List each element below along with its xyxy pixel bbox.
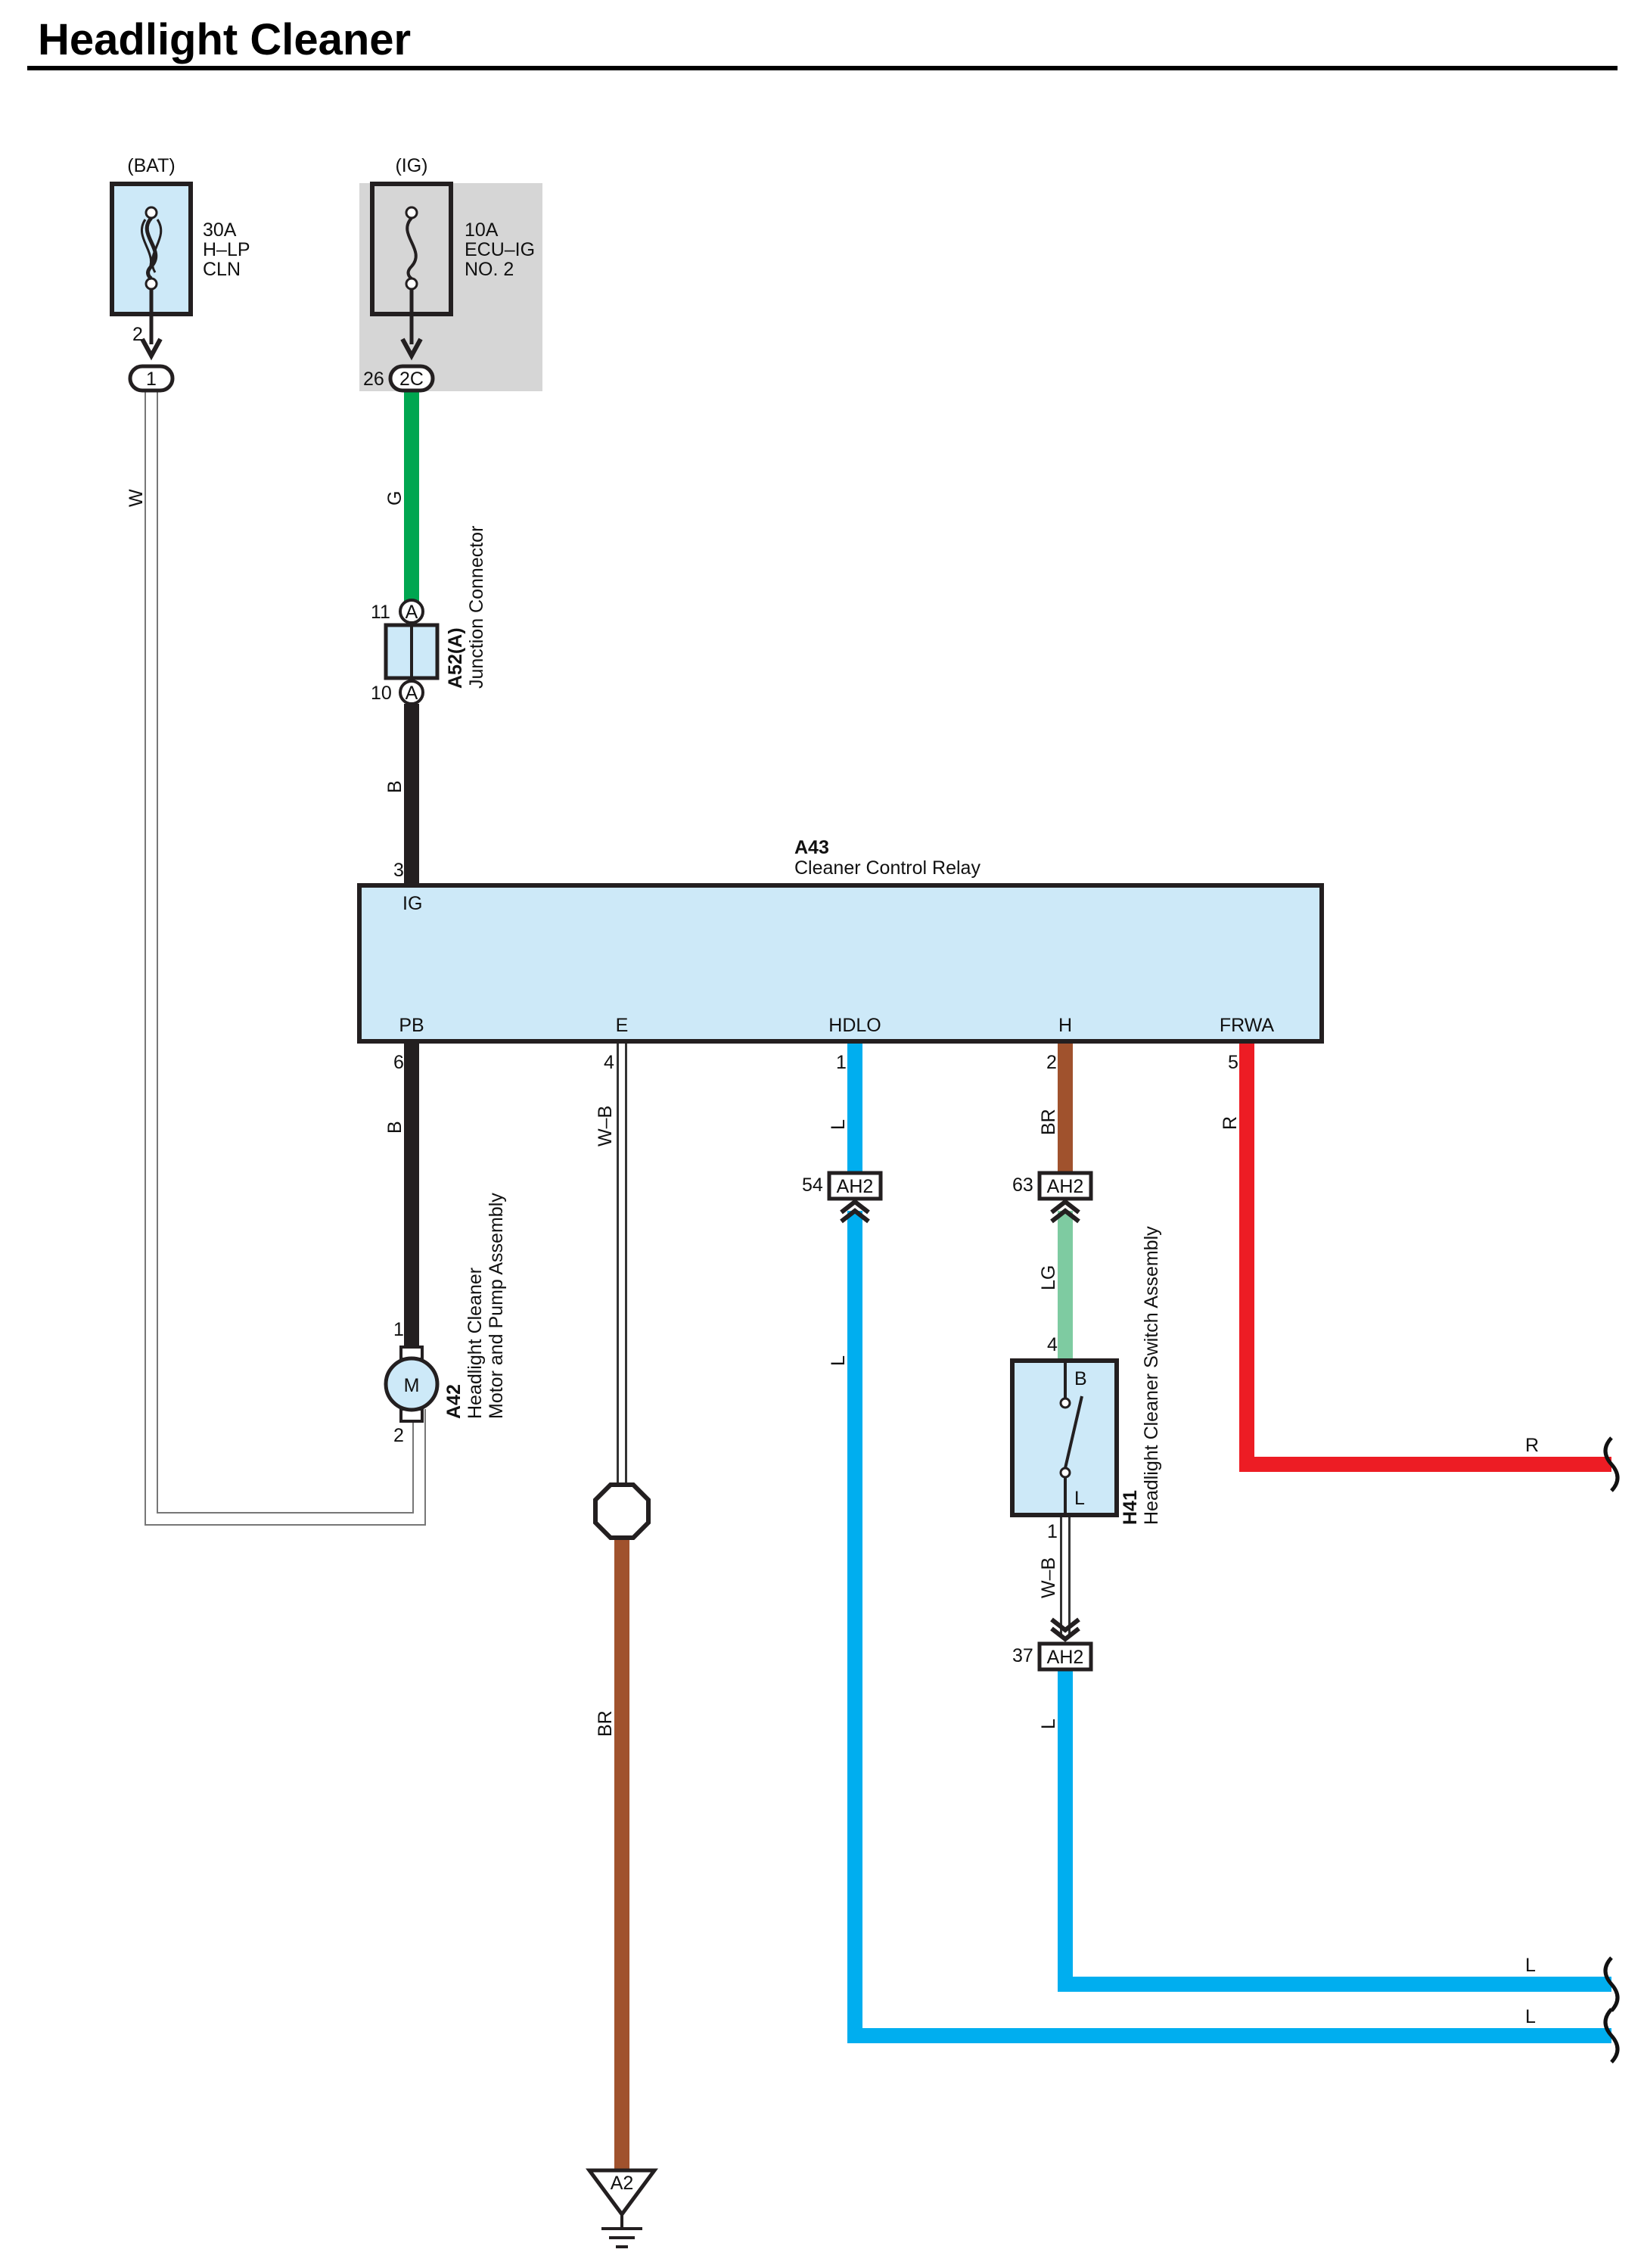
motor-name-1: Headlight Cleaner <box>465 1268 486 1419</box>
motor-pump-assembly: 1 M 2 A42 Headlight Cleaner Motor and Pu… <box>384 1193 507 1446</box>
switch-label-bottom: L <box>1074 1488 1085 1509</box>
label-wb-e: W–B <box>595 1106 616 1146</box>
relay-terminal-frwa: FRWA <box>1220 1015 1275 1036</box>
switch-name: Headlight Cleaner Switch Assembly <box>1141 1226 1162 1525</box>
connector-ah2-54: 54 AH2 <box>802 1171 883 1224</box>
connector-ah2-63: 63 AH2 <box>1012 1171 1093 1224</box>
label-wb-sw: W–B <box>1038 1557 1059 1598</box>
label-b-ig: B <box>384 780 406 793</box>
label-b-pb: B <box>384 1121 406 1134</box>
connector-37-pin: 37 <box>1012 1645 1033 1666</box>
fuse-ig-pin: 26 <box>363 369 384 390</box>
relay-pin-hdlo: 1 <box>836 1052 847 1073</box>
junction-top-pin: 11 <box>371 602 390 623</box>
label-w-bat: W <box>126 489 147 507</box>
switch-pin-top: 4 <box>1047 1334 1058 1355</box>
break-l-1 <box>1603 1956 1620 2012</box>
headlight-cleaner-switch: 4 B L 1 H41 Headlight Cleaner Switch Ass… <box>1010 1226 1162 1542</box>
connector-37-name: AH2 <box>1047 1647 1084 1668</box>
fuse-ig-name-1: ECU–IG <box>465 239 535 260</box>
connector-54-pin: 54 <box>802 1174 823 1196</box>
connector-54-name: AH2 <box>837 1176 874 1197</box>
junction-bottom-pin-label: A <box>406 683 418 704</box>
switch-code: H41 <box>1120 1490 1141 1525</box>
fuse-bat-connector-pin: 1 <box>146 369 157 390</box>
junction-connector: A 11 A 10 A52(A) Junction Connector <box>371 526 487 705</box>
relay-terminal-e: E <box>616 1015 629 1036</box>
relay-pin-e: 4 <box>604 1052 614 1073</box>
relay-ig-label: IG <box>402 893 422 914</box>
label-l-hdlo-bottom: L <box>828 1355 849 1366</box>
fuse-bat-source: (BAT) <box>127 155 175 176</box>
cleaner-control-relay: A43 Cleaner Control Relay 3 IG PB E HDLO… <box>357 837 1324 1073</box>
switch-pin-bottom: 1 <box>1047 1521 1058 1542</box>
fuse-ig-source: (IG) <box>395 155 427 176</box>
label-l-sw: L <box>1038 1719 1059 1729</box>
label-l-hdlo-top: L <box>828 1119 849 1130</box>
fuse-ig-name-2: NO. 2 <box>465 259 514 280</box>
relay-terminal-pb: PB <box>399 1015 424 1036</box>
connector-63-name: AH2 <box>1047 1176 1084 1197</box>
label-br-ground: BR <box>595 1710 616 1737</box>
fuse-bat-name-1: H–LP <box>203 239 250 260</box>
relay-name: Cleaner Control Relay <box>794 857 980 879</box>
page-title: Headlight Cleaner <box>38 15 411 64</box>
motor-pin-top: 1 <box>393 1319 404 1340</box>
wire-r-frwa <box>1239 1043 1611 1472</box>
ground-name: A2 <box>611 2173 634 2194</box>
relay-terminal-h: H <box>1058 1015 1072 1036</box>
motor-pin-bottom: 2 <box>393 1425 404 1446</box>
fuse-bat-rating: 30A <box>203 219 237 241</box>
junction-top-pin-label: A <box>406 602 418 623</box>
junction-name: Junction Connector <box>466 526 487 689</box>
fuse-ig: (IG) 10A ECU–IG NO. 2 26 2C <box>363 155 535 393</box>
relay-ig-pin: 3 <box>393 860 404 881</box>
connector-ah2-37: 37 AH2 <box>1012 1617 1093 1672</box>
label-l-out-1: L <box>1525 1955 1536 1976</box>
label-br-h: BR <box>1038 1109 1059 1135</box>
label-lg-h: LG <box>1038 1265 1059 1290</box>
fuse-ig-rating: 10A <box>465 219 499 241</box>
switch-label-top: B <box>1074 1368 1087 1389</box>
label-r-out: R <box>1525 1435 1539 1456</box>
label-g-ig: G <box>384 491 406 506</box>
label-l-out-2: L <box>1525 2006 1536 2027</box>
junction-code: A52(A) <box>445 627 466 689</box>
break-r <box>1603 1436 1620 1492</box>
wire-l-sw <box>1058 1669 1611 1992</box>
fuse-bat-name-2: CLN <box>203 259 241 280</box>
fuse-bat-pin: 2 <box>132 324 143 345</box>
relay-pin-h: 2 <box>1046 1052 1057 1073</box>
connector-63-pin: 63 <box>1012 1174 1033 1196</box>
relay-pin-pb: 6 <box>393 1052 404 1073</box>
motor-name-2: Motor and Pump Assembly <box>486 1193 507 1419</box>
ground-a2: A2 <box>586 2168 658 2248</box>
motor-code: A42 <box>443 1384 465 1419</box>
splice-point <box>593 1482 651 1540</box>
label-r-frwa: R <box>1220 1116 1241 1130</box>
break-l-2 <box>1603 2008 1620 2064</box>
wire-l-hdlo-bottom <box>847 1211 1611 2043</box>
relay-code: A43 <box>794 837 829 858</box>
wire-w-bat <box>145 388 426 1526</box>
fuse-ig-connector-pin: 2C <box>399 369 424 390</box>
fuse-bat: (BAT) 30A H–LP CLN 2 1 <box>110 155 250 393</box>
junction-bottom-pin: 10 <box>371 683 392 704</box>
motor-symbol: M <box>404 1375 420 1396</box>
relay-pin-frwa: 5 <box>1228 1052 1238 1073</box>
relay-terminal-hdlo: HDLO <box>828 1015 881 1036</box>
